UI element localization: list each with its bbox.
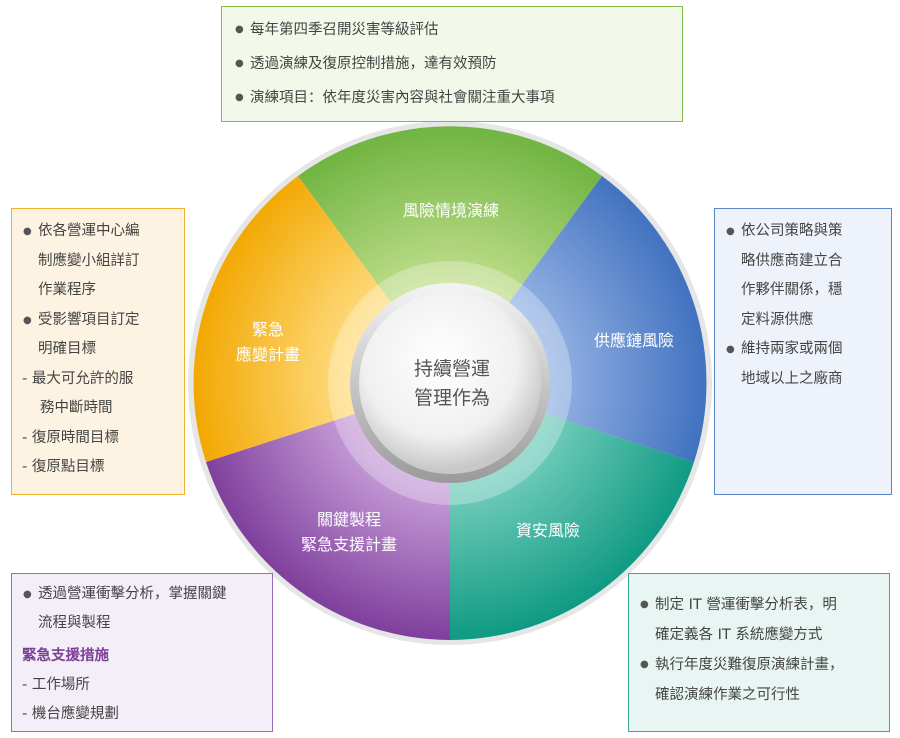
critical-process-subitem: - 機台應變規劃 [22,706,119,722]
critical-process-subitem: - 工作場所 [22,677,90,693]
infosec-box: 制定 IT 營運衝擊分析表，明 確定義各 IT 系統應變方式 執行年度災難復原演… [628,573,890,732]
emergency-plan-subitem: - 復原點目標 [22,459,105,475]
emergency-plan-item: 受影響項目訂定 明確目標 [22,306,174,365]
infosec-item: 執行年度災難復原演練計畫， 確認演練作業之可行性 [639,650,879,710]
critical-process-item: 透過營運衝擊分析，掌握關鍵 流程與製程 [22,580,262,638]
supply-chain-item: 維持兩家或兩個 地域以上之廠商 [725,335,881,394]
risk-drill-item: 演練項目：依年度災害內容與社會關注重大事項 [234,81,670,115]
emergency-plan-subitem: - 最大可允許的服 務中斷時間 [22,370,134,417]
infosec-item: 制定 IT 營運衝擊分析表，明 確定義各 IT 系統應變方式 [639,590,879,650]
critical-process-subhead: 緊急支援措施 [22,648,109,664]
segment-label-critical-process-2: 緊急支援計畫 [301,535,397,554]
emergency-plan-subitem: - 復原時間目標 [22,429,119,446]
risk-drill-box: 每年第四季召開災害等級評估 透過演練及復原控制措施，達有效預防 演練項目：依年度… [221,6,683,122]
risk-drill-item: 透過演練及復原控制措施，達有效預防 [234,47,670,81]
segment-label-emergency-2: 應變計畫 [236,345,300,364]
segment-label-infosec: 資安風險 [516,521,580,540]
emergency-plan-item: 依各營運中心編 制應變小組詳訂 作業程序 [22,217,174,306]
supply-chain-item: 依公司策略與策 略供應商建立合 作夥伴關係，穩 定料源供應 [725,217,881,335]
center-title-line1: 持續營運 [414,358,490,380]
center-title-line2: 管理作為 [414,387,490,409]
risk-drill-item: 每年第四季召開災害等級評估 [234,13,670,47]
critical-process-box: 透過營運衝擊分析，掌握關鍵 流程與製程 緊急支援措施 - 工作場所 - 機台應變… [11,573,273,732]
supply-chain-box: 依公司策略與策 略供應商建立合 作夥伴關係，穩 定料源供應 維持兩家或兩個 地域… [714,208,892,495]
segment-risk-drill [298,126,602,383]
center-disc [359,292,541,474]
segment-label-supply-chain: 供應鏈風險 [594,331,674,350]
segment-label-emergency-1: 緊急 [252,320,284,339]
segment-label-risk-drill: 風險情境演練 [403,201,499,220]
emergency-plan-box: 依各營運中心編 制應變小組詳訂 作業程序 受影響項目訂定 明確目標 - 最大可允… [11,208,185,495]
segment-label-critical-process-1: 關鍵製程 [317,510,381,529]
